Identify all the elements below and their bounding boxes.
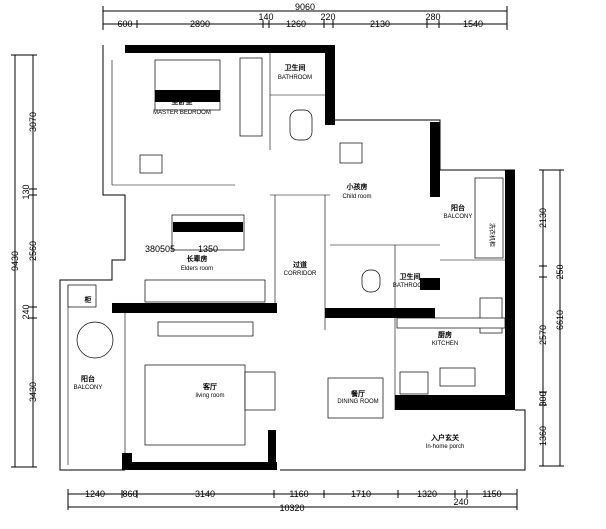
porch-label-en: In-home porch: [426, 444, 465, 450]
walls: [112, 45, 515, 470]
washing-machine: [76, 321, 114, 359]
dim-top-seg: 2890: [190, 19, 210, 29]
furniture: [67, 57, 506, 446]
dining-room-label-en: DINING ROOM: [337, 399, 378, 405]
master-bedroom-label-cn: 主卧室: [172, 97, 193, 106]
cabinet-east-label: 洗衣机柜: [488, 223, 496, 247]
cabinet: [144, 279, 266, 303]
dim-bottom-seg: 3140: [195, 489, 215, 499]
bed-dim: 380: [145, 244, 160, 254]
dim-right-seg: 1360: [538, 426, 548, 446]
top-dimensions: 9060 600 2890 140 1260 220 2130 280 1540: [102, 2, 508, 30]
dim-top-seg: 280: [425, 12, 440, 22]
tv-cabinet: [157, 321, 254, 337]
right-dimensions: 2130 250 2570 300 1360 6610: [538, 169, 565, 467]
toilet: [289, 109, 313, 141]
elders-room-label-en: Elders room: [181, 266, 213, 272]
dim-left-total: 9430: [10, 251, 20, 271]
elders-room-label-cn: 长辈房: [187, 254, 208, 263]
stove: [439, 367, 476, 387]
balcony-west-label-en: BALCONY: [74, 385, 103, 391]
corridor-label-cn: 过道: [293, 260, 307, 269]
bathroom-1-label-cn: 卫生间: [285, 63, 306, 72]
bottom-dimensions: 1240 860 3140 1160 1710 1320 240 1150 10…: [67, 489, 518, 513]
toilet: [361, 269, 381, 293]
dim-left-seg: 3430: [28, 382, 38, 402]
dim-bottom-seg: 1710: [351, 489, 371, 499]
cabinet-west-label: 柜: [84, 295, 92, 304]
dim-right-total: 6610: [555, 310, 565, 330]
balcony-east-label-en: BALCONY: [444, 214, 473, 220]
dim-top-seg: 220: [320, 12, 335, 22]
dining-table: [327, 377, 384, 419]
dim-bottom-seg: 860: [122, 489, 137, 499]
dim-left-seg: 130: [21, 184, 31, 199]
living-room-label-en: living room: [195, 393, 224, 399]
dim-bottom-seg: 1150: [482, 489, 501, 499]
dim-top-seg: 2130: [370, 19, 390, 29]
dim-bottom-seg: 240: [453, 497, 468, 507]
cabinet-west: [67, 284, 97, 308]
child-room-label-en: Child room: [342, 194, 371, 200]
balcony-east-label-cn: 阳台: [451, 203, 465, 212]
dim-left-seg: 240: [21, 304, 31, 319]
dim-bottom-seg: 1160: [289, 489, 308, 499]
porch-label-cn: 入户玄关: [430, 433, 459, 442]
dim-right-seg: 2130: [538, 208, 548, 228]
kitchen-label-en: KITCHEN: [432, 341, 458, 347]
bed-dim: 1350: [198, 244, 218, 254]
dim-top-seg: 140: [258, 12, 273, 22]
elders-bed: [171, 214, 245, 251]
dim-top-seg: 600: [117, 19, 132, 29]
room-labels: 主卧室 MASTER BEDROOM 卫生间 BATHROOM 小孩房 Chil…: [74, 63, 496, 450]
fridge: [399, 371, 429, 395]
dim-bottom-total: 10320: [279, 503, 304, 513]
child-room-label-cn: 小孩房: [346, 182, 368, 191]
bathroom-1-label-en: BATHROOM: [278, 75, 312, 81]
dim-top-total: 9060: [295, 2, 315, 12]
dim-bottom-seg: 1240: [85, 489, 105, 499]
bathroom-2-label-cn: 卫生间: [400, 272, 421, 281]
dim-right-seg: 250: [555, 264, 565, 279]
dim-top-seg: 1260: [286, 19, 306, 29]
dining-room-label-cn: 餐厅: [350, 389, 365, 398]
dim-bottom-seg: 1320: [417, 489, 437, 499]
bathroom-2-label-en: BATHROOM: [393, 283, 427, 289]
dim-left-seg: 3070: [28, 112, 38, 132]
dim-top-seg: 1540: [463, 19, 483, 29]
dim-right-seg: 300: [538, 391, 548, 406]
left-dimensions: 9430 3070 130 2560 240 3430: [10, 54, 38, 468]
wardrobe: [239, 57, 263, 137]
sofa: [144, 364, 246, 446]
dim-right-seg: 2570: [538, 325, 548, 345]
dim-left-seg: 2560: [28, 241, 38, 261]
bed-dim: 505: [160, 244, 175, 254]
armchair: [244, 371, 276, 411]
living-room-label-cn: 客厅: [202, 382, 217, 391]
balcony-west-label-cn: 阳台: [81, 374, 95, 383]
corridor-label-en: CORRIDOR: [284, 271, 317, 277]
master-bedroom-label-en: MASTER BEDROOM: [153, 110, 211, 116]
kitchen-label-cn: 厨房: [438, 330, 452, 339]
cabinet-east: [474, 177, 504, 259]
